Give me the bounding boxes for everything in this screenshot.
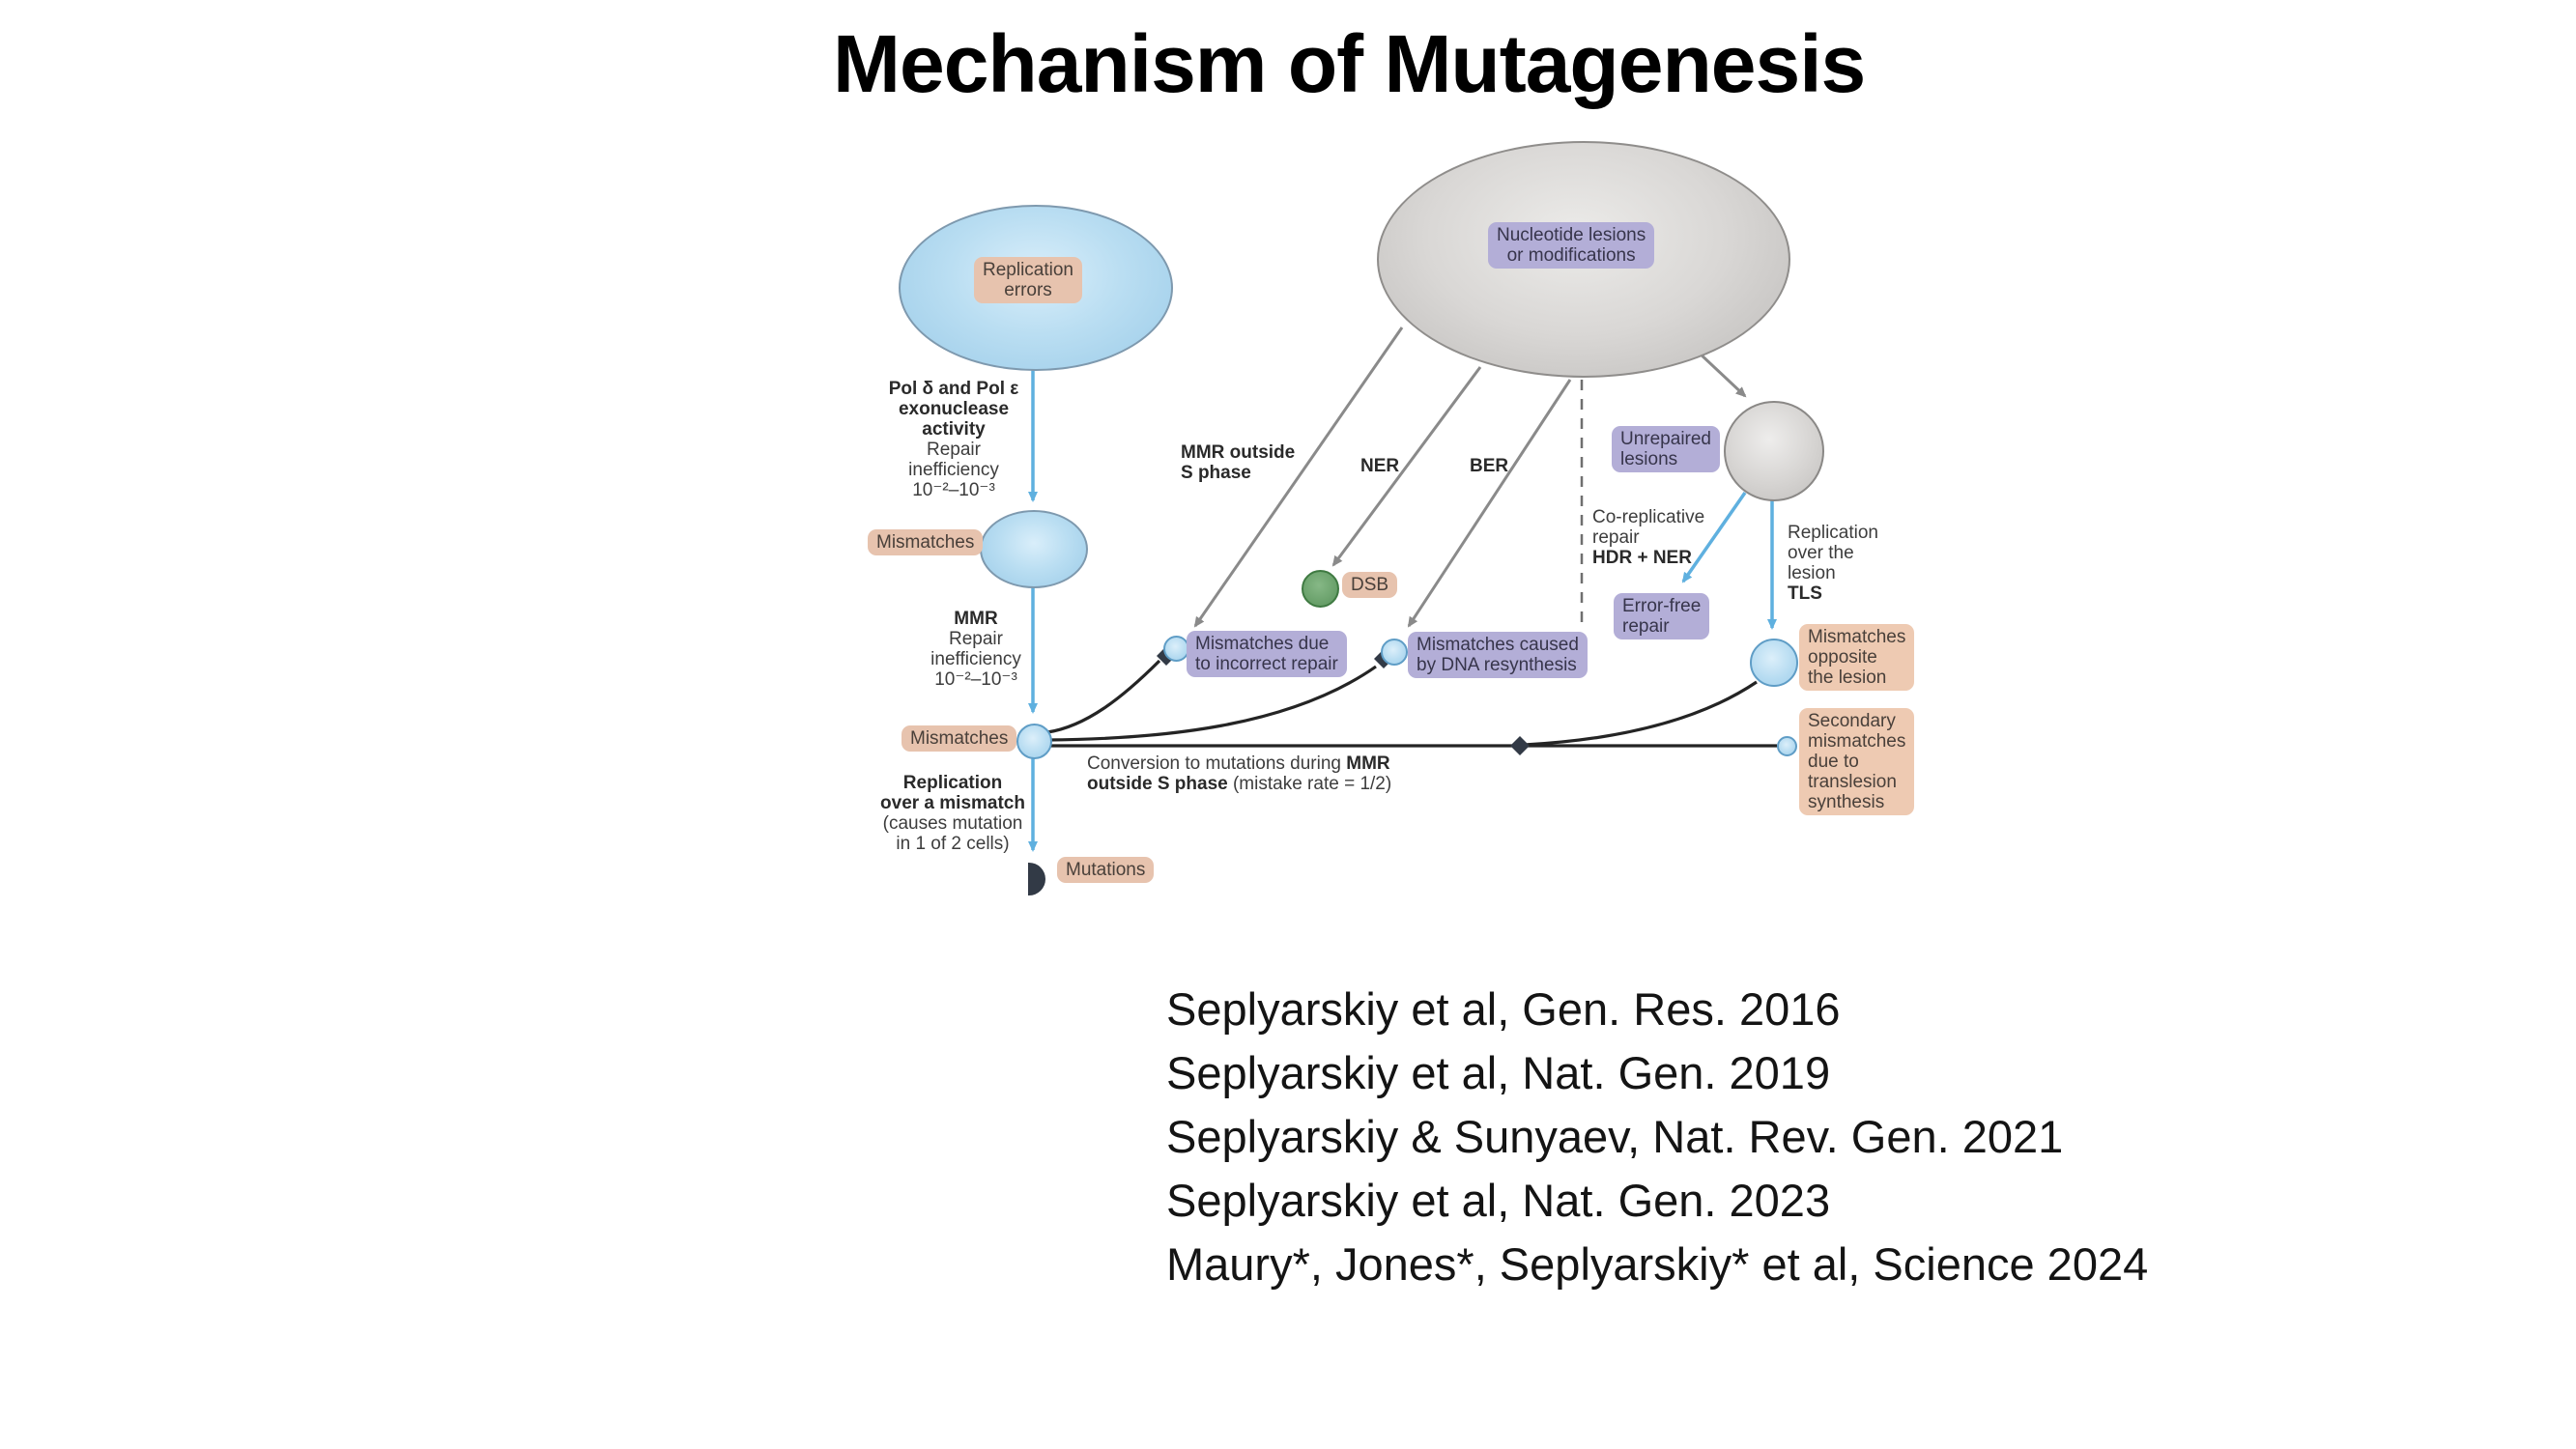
ner-label: NER	[1360, 456, 1400, 476]
citation-line: Seplyarskiy & Sunyaev, Nat. Rev. Gen. 20…	[1166, 1111, 2064, 1162]
slide-title: Mechanism of Mutagenesis	[833, 18, 1866, 109]
mismatch-resynthesis-node	[1381, 639, 1408, 666]
dsb-label: DSB	[1342, 572, 1398, 598]
citation-line: Seplyarskiy et al, Nat. Gen. 2023	[1166, 1175, 1831, 1226]
nucleotide-lesions-label: Nucleotide lesions or modifications	[1488, 222, 1655, 269]
arrow-to-unrepaired-lesions	[1696, 350, 1747, 398]
arrow-coreplicative-repair	[1681, 492, 1747, 583]
curve-to-incorrect-repair	[1046, 659, 1161, 734]
replication-errors-label: Replication errors	[974, 257, 1082, 303]
mismatches-dna-resynthesis-label: Mismatches caused by DNA resynthesis	[1408, 632, 1588, 678]
arrow-ner	[1331, 366, 1482, 567]
error-free-repair-label: Error-free repair	[1614, 593, 1710, 639]
arrow-ber	[1407, 379, 1572, 628]
replication-over-mismatch-note: Replication over a mismatch (causes muta…	[880, 773, 1025, 854]
arrow-mmr-outside-s-phase	[1193, 327, 1404, 628]
citation-line: Maury*, Jones*, Seplyarskiy* et al, Scie…	[1166, 1238, 2149, 1290]
diamond-marker	[1510, 736, 1530, 755]
secondary-mismatches-label: Secondary mismatches due to translesion …	[1799, 708, 1915, 815]
replication-over-lesion-note: Replication over the lesion TLS	[1788, 523, 1878, 604]
mismatches-node	[1016, 724, 1052, 759]
mismatches-label-1: Mismatches	[868, 529, 984, 555]
unrepaired-lesions-node	[1724, 401, 1824, 501]
coreplicative-repair-note: Co-replicative repair HDR + NER	[1592, 507, 1705, 568]
citation-line: Seplyarskiy et al, Nat. Gen. 2019	[1166, 1047, 1831, 1098]
curve-to-opposite-lesion	[1524, 680, 1758, 747]
secondary-mismatch-node	[1777, 736, 1797, 756]
pol-exonuclease-note: Pol δ and Pol ε exonuclease activity Rep…	[888, 379, 1019, 500]
ber-label: BER	[1470, 456, 1509, 476]
dsb-node	[1302, 570, 1339, 608]
conversion-note: Conversion to mutations during MMR outsi…	[1087, 753, 1392, 794]
mismatches-incorrect-repair-label: Mismatches due to incorrect repair	[1187, 631, 1347, 677]
mismatches-label-2: Mismatches	[902, 725, 1017, 752]
mmr-outside-s-phase-label: MMR outside S phase	[1181, 442, 1296, 483]
mutations-half-disc-icon	[1028, 863, 1045, 895]
mismatch-opposite-node	[1750, 639, 1798, 687]
mismatches-opposite-lesion-label: Mismatches opposite the lesion	[1799, 624, 1915, 691]
mismatches-ellipse	[980, 510, 1088, 588]
unrepaired-lesions-label: Unrepaired lesions	[1612, 426, 1720, 472]
mutations-label: Mutations	[1057, 857, 1155, 883]
citation-line: Seplyarskiy et al, Gen. Res. 2016	[1166, 983, 1841, 1035]
mismatch-incorrect-node	[1163, 636, 1189, 662]
citations-list: Seplyarskiy et al, Gen. Res. 2016 Seplya…	[1166, 978, 2148, 1296]
mmr-repair-note: MMR Repair inefficiency 10⁻²–10⁻³	[930, 609, 1021, 690]
curve-to-dna-resynthesis	[1046, 665, 1377, 742]
